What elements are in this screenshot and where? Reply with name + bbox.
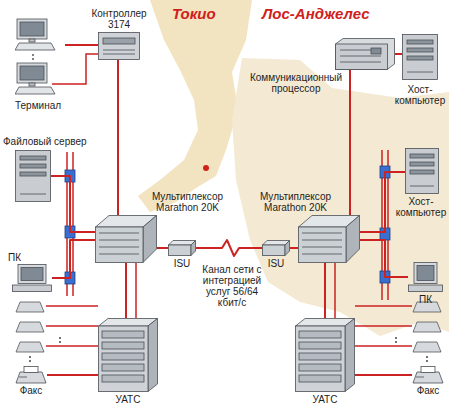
usa-map bbox=[232, 58, 449, 336]
connector-line bbox=[65, 44, 98, 46]
device-label: Хост-компьютер bbox=[395, 196, 447, 218]
pbx: УАТС bbox=[98, 318, 158, 392]
device-label: УАТС bbox=[98, 394, 158, 405]
pc-icon bbox=[12, 264, 52, 292]
multiplexer: Мультиплексор Marathon 20K bbox=[95, 215, 157, 263]
city-title: Лос-Анджелес bbox=[262, 5, 370, 22]
device-label: Мультиплексор Marathon 20K bbox=[140, 191, 235, 213]
pc: ПК bbox=[12, 264, 52, 292]
file-server-icon bbox=[15, 150, 51, 202]
device-label: Файловый сервер bbox=[3, 136, 87, 147]
device-label: Контроллер 3174 bbox=[88, 8, 150, 30]
multiplexer-icon bbox=[298, 215, 360, 263]
multiplexer-icon bbox=[95, 215, 157, 263]
connector-line bbox=[52, 240, 95, 278]
communication-processor: Коммуникационный процессор bbox=[335, 38, 395, 70]
pc-icon bbox=[408, 262, 443, 292]
connector-line bbox=[117, 60, 119, 215]
device-label: ISU bbox=[262, 258, 290, 269]
pbx-icon bbox=[295, 318, 355, 392]
multiplexer: Мультиплексор Marathon 20K bbox=[298, 215, 360, 263]
connector-line bbox=[157, 247, 168, 249]
connector-line bbox=[51, 176, 95, 232]
isu-unit-icon bbox=[262, 240, 290, 256]
connector-line bbox=[47, 374, 98, 376]
telephone bbox=[16, 302, 441, 352]
communication-processor-icon bbox=[335, 38, 395, 70]
device-label: ПК bbox=[408, 294, 443, 305]
host-computer-icon bbox=[402, 34, 438, 80]
device-label: Коммуникационный процессор bbox=[248, 72, 344, 94]
device-label: Терминал bbox=[15, 100, 75, 111]
device-label: УАТС bbox=[295, 394, 355, 405]
pbx-icon bbox=[98, 318, 158, 392]
connector-line bbox=[349, 70, 351, 215]
city-title: Токио bbox=[172, 5, 216, 22]
connector-line bbox=[355, 374, 412, 376]
connector-line bbox=[324, 263, 326, 318]
controller: Контроллер 3174 bbox=[98, 32, 140, 60]
device-label: ПК bbox=[8, 252, 38, 263]
fax-icon bbox=[15, 366, 47, 384]
host-computer: Хост-компьютер bbox=[402, 34, 438, 80]
ellipsis-dots bbox=[29, 337, 428, 362]
host-computer: Хост-компьютер bbox=[405, 148, 439, 194]
device-label: Факс bbox=[11, 385, 51, 396]
connector-line bbox=[360, 240, 408, 277]
tokyo-dot bbox=[203, 165, 209, 171]
connector-line bbox=[196, 240, 262, 256]
terminal: Терминал bbox=[15, 18, 65, 98]
file-server: Файловый сервер bbox=[15, 150, 51, 202]
terminal-icon bbox=[15, 18, 65, 98]
isu-unit-icon bbox=[168, 240, 196, 256]
device-label: Хост-компьютер bbox=[394, 84, 446, 106]
connector-line bbox=[290, 247, 298, 249]
device-label: ISU bbox=[168, 258, 196, 269]
channel-label: Канал сети с интеграцией услуг 56/64 кби… bbox=[199, 264, 265, 308]
isu-unit: ISU bbox=[262, 240, 290, 256]
connector-line bbox=[395, 53, 402, 55]
pc: ПК bbox=[408, 262, 443, 292]
host-computer-icon bbox=[405, 148, 439, 194]
wire bbox=[46, 54, 412, 346]
device-label: Факс bbox=[408, 385, 448, 396]
isu-unit: ISU bbox=[168, 240, 196, 256]
connector-line bbox=[125, 263, 127, 318]
connector-line bbox=[360, 172, 405, 232]
fax: Факс bbox=[15, 366, 47, 384]
device-label: Мультиплексор Marathon 20K bbox=[248, 191, 343, 213]
fax: Факс bbox=[412, 366, 444, 384]
pbx: УАТС bbox=[295, 318, 355, 392]
controller-icon bbox=[98, 32, 140, 60]
fax-icon bbox=[412, 366, 444, 384]
